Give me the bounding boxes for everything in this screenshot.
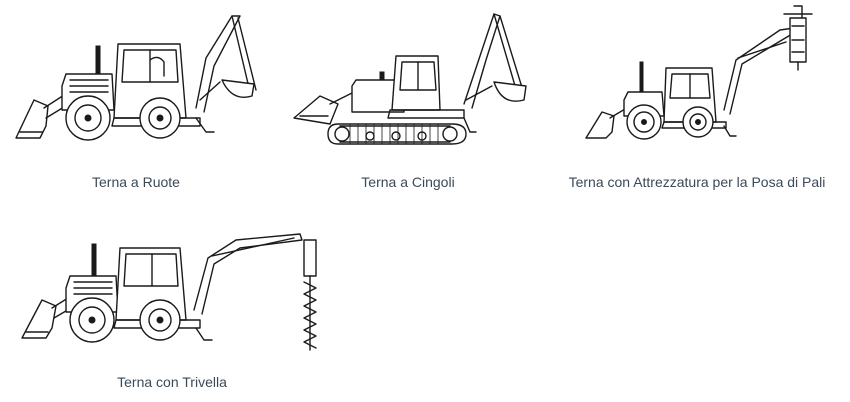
figure-tracked-backhoe bbox=[280, 0, 540, 200]
wheeled-backhoe-loader-icon bbox=[15, 15, 257, 141]
caption-wheeled-backhoe: Terna a Ruote bbox=[92, 174, 180, 190]
backhoe-pile-driver-icon bbox=[585, 5, 813, 140]
figure-auger-backhoe bbox=[0, 200, 340, 402]
caption-tracked-backhoe: Terna a Cingoli bbox=[361, 174, 455, 190]
figure-pile-driver-backhoe bbox=[580, 0, 850, 200]
figure-wheeled-backhoe bbox=[0, 0, 280, 200]
tracked-backhoe-loader-icon bbox=[293, 13, 527, 145]
backhoe-auger-icon bbox=[21, 233, 317, 351]
caption-pile-driver-backhoe: Terna con Attrezzatura per la Posa di Pa… bbox=[568, 174, 826, 190]
caption-auger-backhoe: Terna con Trivella bbox=[117, 374, 227, 390]
